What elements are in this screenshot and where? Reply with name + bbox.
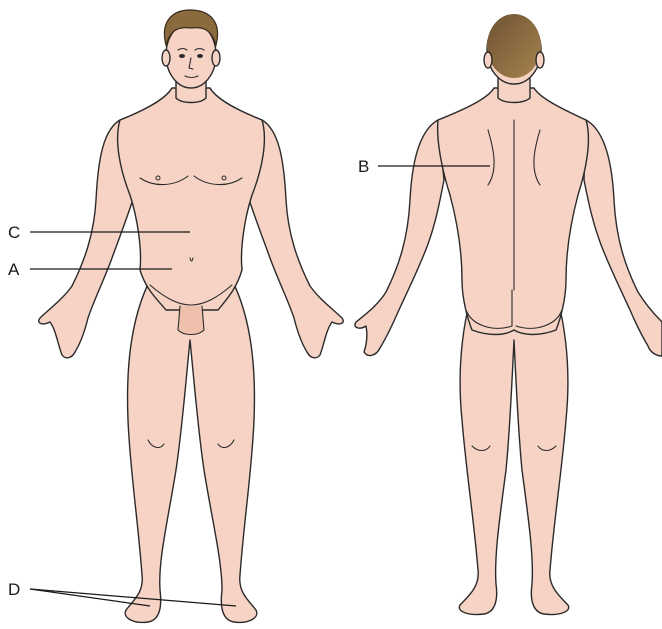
back-legs (459, 300, 568, 615)
front-torso (118, 88, 265, 310)
label-b-text: B (358, 157, 369, 176)
label-d: D (8, 580, 236, 606)
back-left-arm (355, 120, 444, 355)
back-hair (487, 14, 541, 78)
label-a-text: A (8, 260, 20, 279)
back-figure (355, 14, 662, 615)
label-c-text: C (8, 223, 20, 242)
back-right-arm (584, 120, 662, 356)
back-torso (438, 88, 589, 335)
front-figure (39, 10, 344, 622)
label-d-text: D (8, 580, 20, 599)
